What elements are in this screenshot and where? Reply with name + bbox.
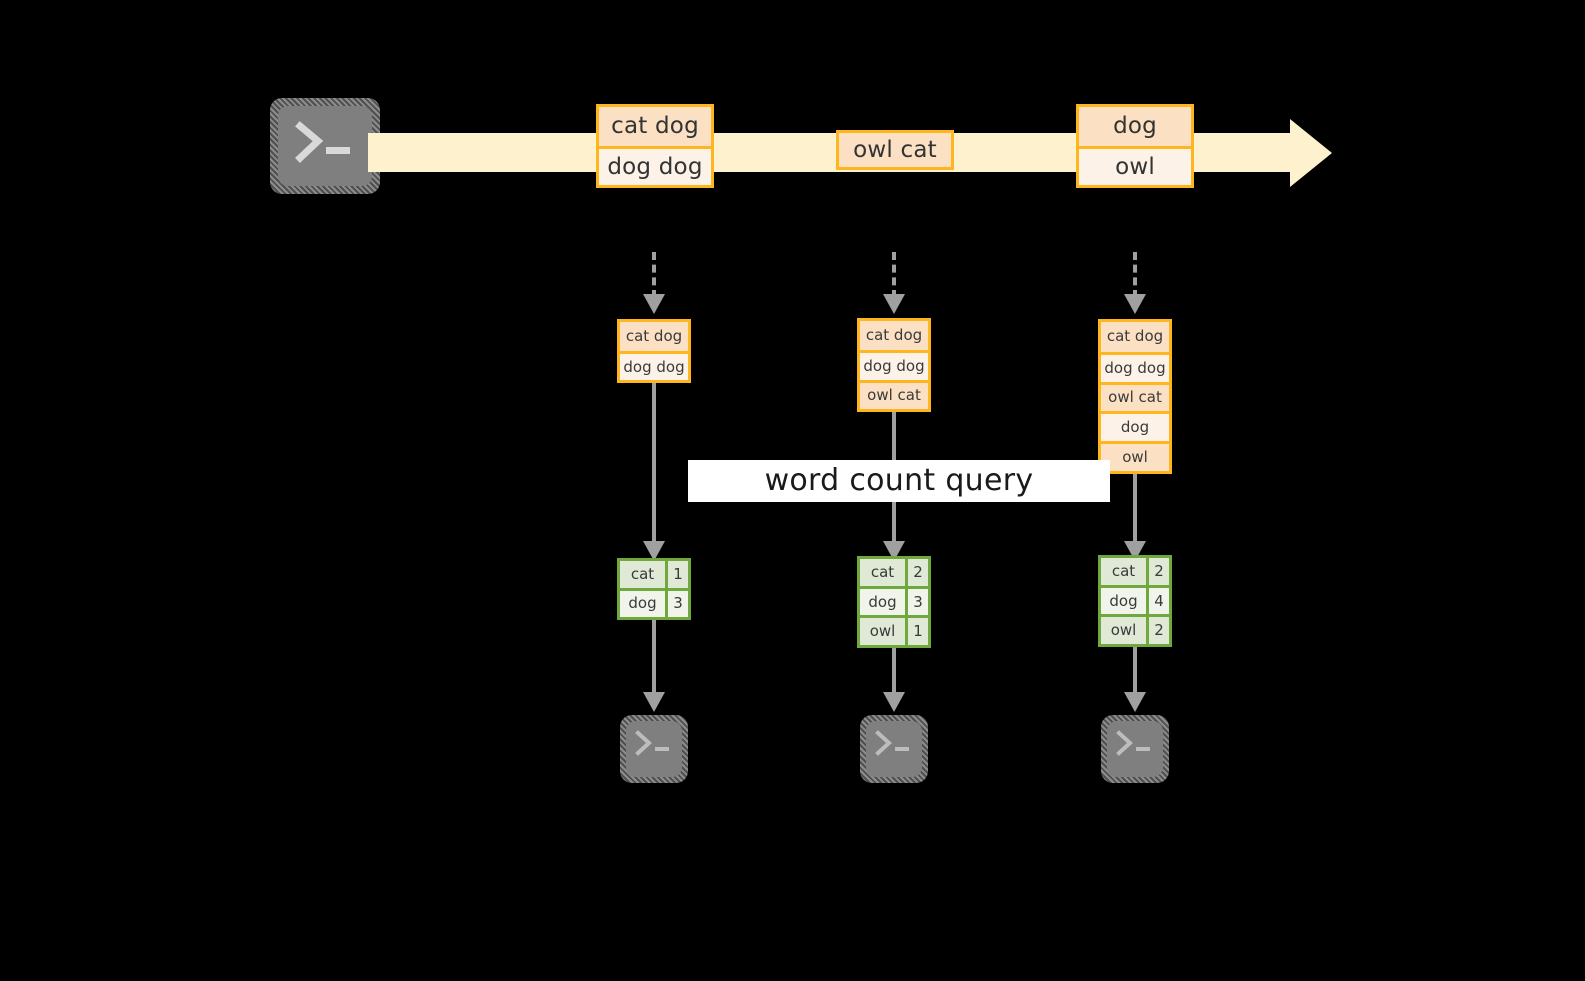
stream-event-3: dog owl [1076,104,1194,188]
state-box-1-row-1: cat dog [620,322,688,351]
result-table-1-row-2: dog 3 [620,587,688,617]
state-to-result-arrowhead-1 [643,541,665,561]
stream-event-1-line-2: dog dog [599,146,711,185]
result-count: 3 [665,590,688,617]
state-box-3-row-1: cat dog [1101,322,1169,352]
source-terminal-icon [270,98,380,194]
result-to-sink-connector-1 [652,620,656,698]
result-count: 1 [665,561,688,588]
trigger-connector-1 [652,252,656,298]
state-box-3-row-2: dog dog [1101,351,1169,382]
stream-event-1: cat dog dog dog [596,104,714,188]
result-table-2-row-3: owl 1 [860,615,928,646]
result-to-sink-arrowhead-3 [1124,692,1146,712]
result-count: 4 [1146,587,1169,615]
result-to-sink-connector-3 [1133,647,1137,698]
result-count: 3 [905,588,928,616]
result-count: 1 [905,618,928,646]
state-box-3-row-3: owl cat [1101,381,1169,412]
state-box-3-row-4: dog [1101,411,1169,442]
trigger-arrowhead-3 [1124,294,1146,314]
state-box-3-row-5: owl [1101,441,1169,471]
sink-terminal-icon-1 [620,715,688,783]
result-word: dog [620,590,665,617]
result-table-1-row-1: cat 1 [620,561,688,588]
result-table-3-row-2: dog 4 [1101,584,1169,615]
result-word: cat [620,561,665,588]
result-word: cat [1101,558,1146,585]
stream-event-3-line-1: dog [1079,107,1191,146]
terminal-prompt-glyph [635,730,669,756]
result-word: cat [860,559,905,586]
result-to-sink-arrowhead-1 [643,692,665,712]
state-box-2-row-3: owl cat [860,379,928,409]
sink-terminal-icon-2 [860,715,928,783]
stream-event-3-line-2: owl [1079,146,1191,185]
state-box-2-row-2: dog dog [860,350,928,380]
state-box-1-row-2: dog dog [620,351,688,380]
trigger-arrowhead-2 [883,294,905,314]
stream-event-2: owl cat [836,130,954,170]
result-count: 2 [905,559,928,586]
result-table-2-row-2: dog 3 [860,585,928,616]
result-count: 2 [1146,617,1169,645]
terminal-prompt-glyph [875,730,909,756]
result-to-sink-connector-2 [892,648,896,698]
state-box-2-row-1: cat dog [860,321,928,351]
sink-terminal-icon-3 [1101,715,1169,783]
trigger-connector-3 [1133,252,1137,298]
result-table-2: cat 2 dog 3 owl 1 [857,556,931,648]
query-label: word count query [688,460,1110,502]
state-box-3: cat dog dog dog owl cat dog owl [1098,319,1172,474]
stream-event-1-line-1: cat dog [599,107,711,146]
result-table-3-row-1: cat 2 [1101,558,1169,585]
stream-arrow-head [1290,119,1332,187]
terminal-prompt-glyph [295,121,350,163]
trigger-arrowhead-1 [643,294,665,314]
result-table-3-row-3: owl 2 [1101,614,1169,645]
state-box-1: cat dog dog dog [617,319,691,383]
result-word: dog [1101,587,1146,615]
trigger-connector-2 [892,252,896,298]
terminal-prompt-glyph [1116,730,1150,756]
result-table-1: cat 1 dog 3 [617,558,691,620]
result-count: 2 [1146,558,1169,585]
result-to-sink-arrowhead-2 [883,692,905,712]
result-table-2-row-1: cat 2 [860,559,928,586]
state-box-2: cat dog dog dog owl cat [857,318,931,412]
result-word: owl [860,618,905,646]
result-table-3: cat 2 dog 4 owl 2 [1098,555,1172,647]
result-word: dog [860,588,905,616]
state-to-result-connector-1 [652,383,656,549]
result-word: owl [1101,617,1146,645]
state-to-result-connector-3 [1133,474,1137,549]
stream-event-2-line-1: owl cat [839,133,951,167]
